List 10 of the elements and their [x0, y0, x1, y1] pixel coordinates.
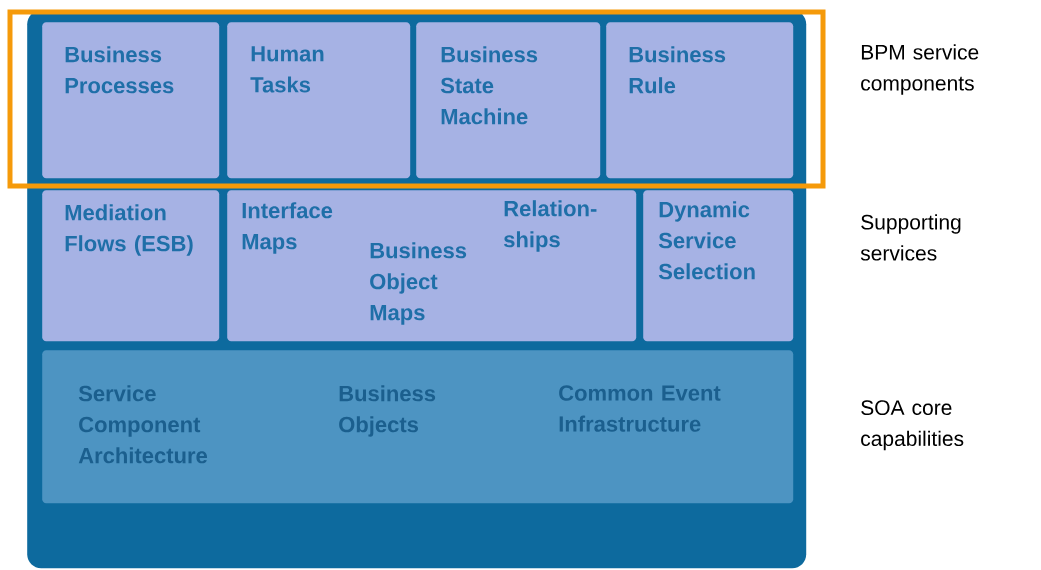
component-box: Dynamic Service Selection — [643, 190, 794, 342]
component-box: Mediation Flows (ESB) — [42, 190, 220, 342]
component-box: Business State Machine — [416, 22, 601, 179]
layer-label: SOA core capabilities — [861, 400, 964, 451]
component-box: Business Processes — [42, 22, 220, 179]
component-box: Business Rule — [606, 22, 794, 179]
component-box: Human Tasks — [227, 22, 411, 179]
layer-label: BPM service components — [861, 44, 979, 95]
component-box: Interface Maps Business Object Maps Relation-ships — [227, 190, 637, 342]
layer-label: Supporting services — [860, 214, 961, 261]
